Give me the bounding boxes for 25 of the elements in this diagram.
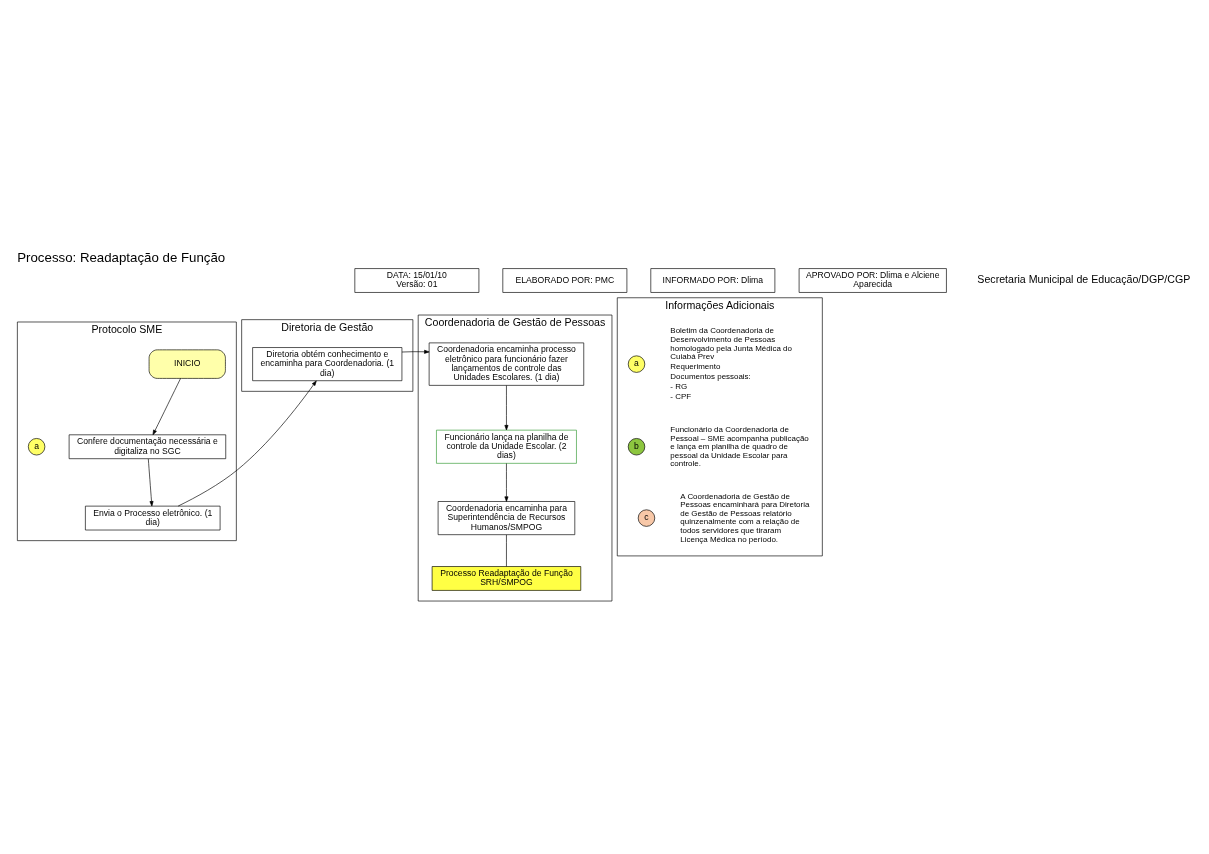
arrow [177,380,317,506]
diagram-title: Processo: Readaptação de Função [17,249,226,265]
node-box: INFORMADO POR: Dlima [650,267,776,293]
node-circle: c [637,508,656,527]
node-box: Coordenadoria encaminha para Superintendência de Recursos Humanos/SMPOG [437,500,576,535]
arrow [148,458,154,506]
node-box: Coordenadoria encaminha processo eletrônico para funcionário fazer lançamentos de controle das Unidades Escolares. (1 dia) [428,342,585,386]
node-box: Diretoria obtém conhecimento e encaminha para Coordenadoria. (1 dia) [252,346,403,381]
node-box: Confere documentação necessária e digitaliza no SGC [68,433,227,459]
node-box: INICIO [148,349,226,379]
node-box: Funcionário lança na planilha de controle da Unidade Escolar. (2 dias) [436,429,577,464]
node-box: ELABORADO POR: PMC [502,267,628,293]
arrow [152,377,181,435]
node-box: APROVADO POR: Dlima e Alciene Aparecida [798,267,947,293]
node-box: DATA: 15/01/10 Versão: 01 [354,267,480,293]
node-box: Processo Readaptação de Função SRH/SMPOG [431,565,582,591]
label: Secretaria Municipal de Educação/DGP/CGP [977,272,1191,285]
node-circle: a [28,437,46,455]
arrow [504,384,509,430]
connector [506,534,507,567]
node-box: Envia o Processo eletrônico. (1 dia) [85,505,221,530]
node-circle: a [627,355,646,373]
node-circle: b [627,437,646,455]
arrow [504,462,509,502]
arrow [401,349,430,354]
